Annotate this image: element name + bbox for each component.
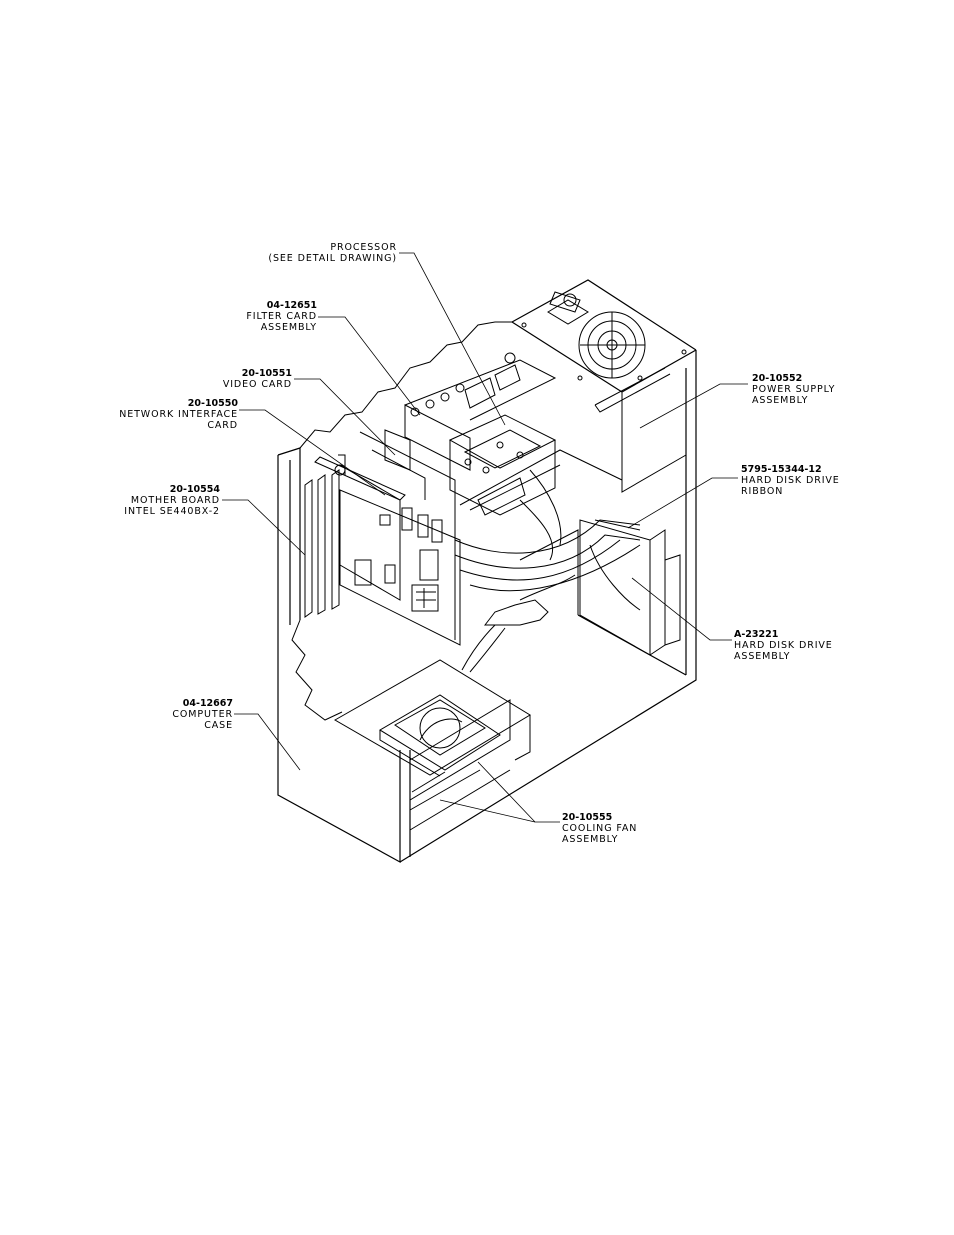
hard-disk-shape — [579, 519, 681, 656]
processor-label: PROCESSOR — [330, 242, 397, 253]
cutaway-edge — [291, 321, 512, 721]
wiring-shape — [461, 574, 576, 673]
mother-board-part-number: 20-10554 — [169, 484, 220, 495]
processor-note: (SEE DETAIL DRAWING) — [268, 253, 397, 264]
motherboard-shape — [304, 469, 461, 646]
mother-board-model: INTEL SE440BX-2 — [124, 506, 220, 517]
hdd-ribbon-label-2: RIBBON — [741, 486, 784, 497]
cooling-fan-shape — [333, 659, 531, 831]
callout-video-card: 20-10551 VIDEO CARD — [198, 368, 292, 390]
hdd-assembly-label-2: ASSEMBLY — [734, 651, 791, 662]
filter-card-label-2: ASSEMBLY — [260, 322, 317, 333]
callout-hdd-ribbon: 5795-15344-12 HARD DISK DRIVE RIBBON — [741, 464, 861, 497]
cooling-fan-part-number: 20-10555 — [562, 812, 613, 823]
network-card-label-2: CARD — [207, 420, 238, 431]
power-supply-part-number: 20-10552 — [752, 373, 803, 384]
expansion-cards-shape — [314, 352, 557, 601]
callout-filter-card: 04-12651 FILTER CARD ASSEMBLY — [222, 300, 317, 333]
computer-case-label: COMPUTER — [172, 709, 233, 720]
leader-lines — [222, 252, 748, 823]
cooling-fan-label: COOLING FAN — [562, 823, 638, 834]
hdd-ribbon-part-number: 5795-15344-12 — [741, 464, 822, 475]
computer-case-part-number: 04-12667 — [182, 698, 233, 709]
callout-network-card: 20-10550 NETWORK INTERFACE CARD — [110, 398, 238, 431]
video-card-label: VIDEO CARD — [222, 379, 292, 390]
filter-card-part-number: 04-12651 — [266, 300, 317, 311]
callout-mother-board: 20-10554 MOTHER BOARD INTEL SE440BX-2 — [108, 484, 220, 517]
callout-cooling-fan: 20-10555 COOLING FAN ASSEMBLY — [562, 812, 662, 845]
callout-power-supply: 20-10552 POWER SUPPLY ASSEMBLY — [752, 373, 862, 406]
computer-case-label-2: CASE — [204, 720, 233, 731]
ribbon-cable-shape — [454, 469, 641, 592]
hdd-assembly-label: HARD DISK DRIVE — [734, 640, 833, 651]
processor-shape — [448, 414, 557, 516]
hdd-assembly-part-number: A-23221 — [734, 629, 779, 640]
mother-board-label: MOTHER BOARD — [130, 495, 220, 506]
callout-processor: PROCESSOR (SEE DETAIL DRAWING) — [262, 242, 397, 264]
video-card-part-number: 20-10551 — [241, 368, 292, 379]
power-supply-label: POWER SUPPLY — [752, 384, 836, 395]
drive-cage-shape — [454, 449, 623, 640]
power-supply-label-2: ASSEMBLY — [752, 395, 809, 406]
network-card-part-number: 20-10550 — [187, 398, 238, 409]
computer-case-outline — [277, 279, 697, 864]
cooling-fan-label-2: ASSEMBLY — [562, 834, 619, 845]
callout-hdd-assembly: A-23221 HARD DISK DRIVE ASSEMBLY — [734, 629, 854, 662]
filter-card-label: FILTER CARD — [246, 311, 317, 322]
callout-computer-case: 04-12667 COMPUTER CASE — [160, 698, 233, 731]
network-card-label: NETWORK INTERFACE — [119, 409, 238, 420]
power-supply-shape — [521, 291, 687, 493]
hdd-ribbon-label: HARD DISK DRIVE — [741, 475, 840, 486]
